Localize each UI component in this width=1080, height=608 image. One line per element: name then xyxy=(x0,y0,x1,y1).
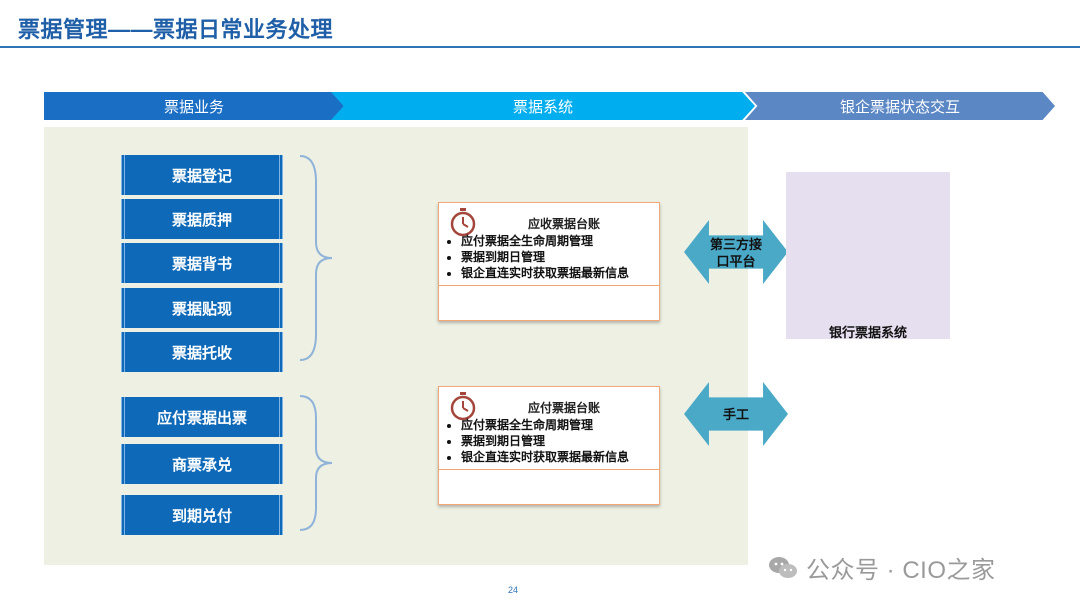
watermark: 公众号 · CIO之家 xyxy=(768,550,996,585)
connector-line: 口平台 xyxy=(716,254,756,269)
card-payable-ledger: 应付票据台账 应付票据全生命周期管理 票据到期日管理 银企直连实时获取票据最新信… xyxy=(438,386,660,505)
header-chevron-system: 票据系统 xyxy=(331,92,755,120)
business-item-discount: 票据贴现 xyxy=(121,288,283,328)
bank-system-label: 银行票据系统 xyxy=(828,325,907,340)
stopwatch-icon xyxy=(450,392,476,421)
header-chevron-bank-interaction: 银企票据状态交互 xyxy=(745,92,1055,120)
card-feature: 票据到期日管理 xyxy=(461,249,649,265)
card-divider xyxy=(439,285,659,286)
card-feature-list: 应付票据全生命周期管理 票据到期日管理 银企直连实时获取票据最新信息 xyxy=(447,417,649,465)
page-title: 票据管理——票据日常业务处理 xyxy=(18,17,334,42)
card-feature: 银企直连实时获取票据最新信息 xyxy=(461,265,649,281)
title-underline xyxy=(0,46,1080,48)
connector-label-third-party: 第三方接 口平台 xyxy=(700,236,772,270)
wechat-icon xyxy=(769,556,797,578)
business-item-endorse: 票据背书 xyxy=(121,243,283,283)
connector-line: 第三方接 xyxy=(709,237,762,252)
card-receivable-ledger: 应收票据台账 应付票据全生命周期管理 票据到期日管理 银企直连实时获取票据最新信… xyxy=(438,202,660,321)
page-number: 24 xyxy=(508,585,519,595)
card-title: 应付票据台账 xyxy=(527,401,600,415)
card-feature: 票据到期日管理 xyxy=(461,433,649,449)
brace-group2 xyxy=(299,395,333,531)
card-feature: 银企直连实时获取票据最新信息 xyxy=(461,449,649,465)
card-feature: 应付票据全生命周期管理 xyxy=(461,417,649,433)
card-title: 应收票据台账 xyxy=(527,217,600,231)
business-item-collection: 票据托收 xyxy=(121,332,283,372)
brace-group1 xyxy=(299,155,333,361)
business-item-register: 票据登记 xyxy=(121,155,283,195)
stopwatch-icon xyxy=(450,208,476,237)
header-chevron-business: 票据业务 xyxy=(44,92,344,120)
business-item-acceptance: 商票承兑 xyxy=(121,444,283,484)
business-item-issue: 应付票据出票 xyxy=(121,397,283,437)
business-item-pledge: 票据质押 xyxy=(121,199,283,239)
bank-system-box xyxy=(786,172,950,339)
card-feature: 应付票据全生命周期管理 xyxy=(461,233,649,249)
watermark-text: 公众号 · CIO之家 xyxy=(806,557,996,584)
card-feature-list: 应付票据全生命周期管理 票据到期日管理 银企直连实时获取票据最新信息 xyxy=(447,233,649,281)
connector-label-manual: 手工 xyxy=(722,407,749,422)
business-item-maturity: 到期兑付 xyxy=(121,495,283,535)
card-divider xyxy=(439,469,659,470)
